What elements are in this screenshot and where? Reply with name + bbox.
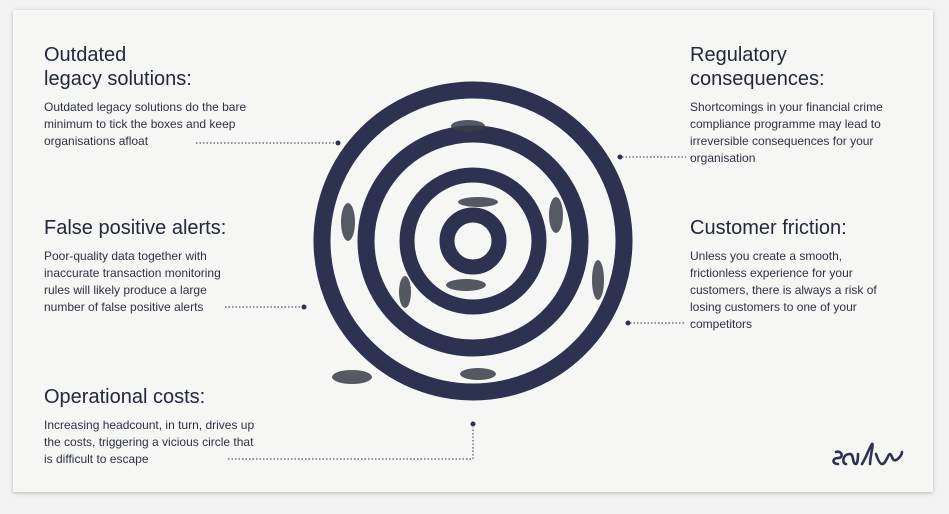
runner-figure [446,279,486,291]
legacy-title-line2: legacy solutions: [44,68,192,90]
connector-dot [617,154,623,160]
connector-lines [196,142,686,460]
runner-figure [451,120,485,132]
legacy-title: Outdated legacy solutions: [44,43,304,91]
regulatory-title-line1: Regulatory [690,44,787,66]
false-positive-title: False positive alerts: [44,217,227,239]
ring-second [357,125,589,357]
runner-figures [332,120,604,384]
runner-figure [341,203,355,241]
friction-block: Customer friction: Unless you create a s… [690,216,920,333]
operational-title: Operational costs: [44,386,206,408]
ring-third [399,167,547,315]
connector-operational [228,427,474,460]
runner-figure [592,260,604,300]
friction-title: Customer friction: [690,217,847,239]
legacy-block: Outdated legacy solutions: Outdated lega… [44,43,304,150]
regulatory-body: Shortcomings in your financial crime com… [690,100,883,165]
connector-dot [625,320,631,326]
legacy-body: Outdated legacy solutions do the bare mi… [44,100,247,148]
connector-dot [301,304,307,310]
regulatory-title-line2: consequences: [690,68,825,90]
runner-figure [549,197,563,233]
connector-dot [470,421,476,427]
connector-dots [301,140,631,427]
connector-dot [335,140,341,146]
regulatory-block: Regulatory consequences: Shortcomings in… [690,43,920,167]
false-positive-body: Poor-quality data together with inaccura… [44,249,221,314]
friction-body: Unless you create a smooth, frictionless… [690,249,877,331]
runner-figure [399,276,411,308]
ring-outer [313,81,633,401]
false-positive-block: False positive alerts: Poor-quality data… [44,216,304,316]
runner-figure [460,368,496,380]
legacy-title-line1: Outdated [44,44,127,66]
runner-figure [332,370,372,384]
runner-figure [458,197,498,207]
regulatory-title: Regulatory consequences: [690,43,920,91]
ring-center [439,207,507,275]
operational-body: Increasing headcount, in turn, drives up… [44,418,255,466]
operational-block: Operational costs: Increasing headcount,… [44,385,304,468]
salv-logo-icon [832,442,904,466]
